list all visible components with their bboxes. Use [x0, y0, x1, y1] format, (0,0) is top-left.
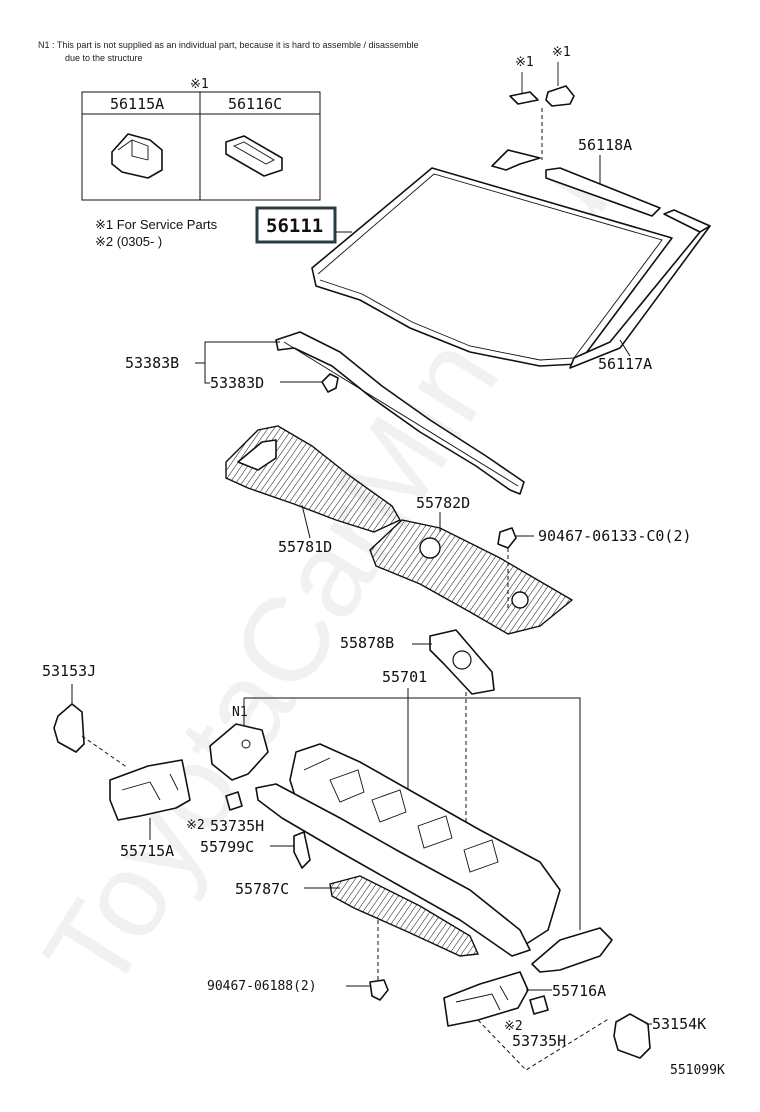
clip-56115A-icon: [111, 133, 163, 179]
bracket-53153J[interactable]: [53, 703, 85, 753]
note-line-1: N1 : This part is not supplied as an ind…: [38, 40, 419, 50]
label-53735H-left[interactable]: 53735H: [210, 817, 264, 835]
label-55716A[interactable]: 55716A: [552, 982, 606, 1000]
label-55878B[interactable]: 55878B: [340, 634, 394, 652]
bracket-53154K[interactable]: [613, 1013, 651, 1059]
bracket-right-end[interactable]: [531, 927, 613, 973]
table-part-56115A[interactable]: 56115A: [110, 95, 164, 113]
table-header-mark: ※1: [190, 77, 209, 92]
bracket-n1[interactable]: [209, 723, 269, 781]
label-56118A[interactable]: 56118A: [578, 136, 632, 154]
label-56117A[interactable]: 56117A: [598, 355, 652, 373]
moulding-56118A[interactable]: [491, 149, 541, 171]
clip-b-icon: [545, 85, 575, 107]
label-55782D[interactable]: 55782D: [416, 494, 470, 512]
clip-53735H-left: [225, 791, 243, 811]
label-53383D[interactable]: 53383D: [210, 374, 264, 392]
label-55799C[interactable]: 55799C: [200, 838, 254, 856]
moulding-56117A[interactable]: [569, 225, 711, 369]
note-line-2: due to the structure: [65, 53, 143, 63]
label-55781D[interactable]: 55781D: [278, 538, 332, 556]
label-55715A[interactable]: 55715A: [120, 842, 174, 860]
label-56111-box: [255, 206, 337, 244]
clip-90467-06188-icon: [369, 979, 389, 1001]
diagram-code: 551099K: [670, 1063, 725, 1078]
clip-b-mark: ※1: [552, 45, 571, 60]
clip-a-mark: ※1: [515, 55, 534, 70]
clip-a-icon: [509, 91, 539, 105]
label-90467-06133[interactable]: 90467-06133-C0(2): [538, 527, 692, 545]
clip-53383D-icon: [321, 373, 339, 393]
legend-line-1: ※1 For Service Parts: [95, 217, 218, 232]
mark-2-right: ※2: [504, 1019, 523, 1034]
label-53383B[interactable]: 53383B: [125, 354, 179, 372]
label-53735H-right[interactable]: 53735H: [512, 1032, 566, 1050]
label-53153J[interactable]: 53153J: [42, 662, 96, 680]
label-56111[interactable]: 56111: [266, 215, 323, 237]
service-parts-table: ※1 56115A 56116C: [81, 77, 321, 201]
clip-53735H-right: [529, 995, 549, 1015]
mark-n1: N1: [232, 705, 248, 720]
bracket-55716A[interactable]: [443, 971, 529, 1027]
label-53154K[interactable]: 53154K: [652, 1015, 706, 1033]
cowl-panel-55787C[interactable]: [329, 875, 480, 957]
table-part-56116C[interactable]: 56116C: [228, 95, 282, 113]
legend-line-2: ※2 (0305- ): [95, 234, 162, 249]
bracket-55799C[interactable]: [293, 831, 311, 869]
label-90467-06188[interactable]: 90467-06188(2): [207, 979, 317, 994]
label-55787C[interactable]: 55787C: [235, 880, 289, 898]
mark-2-left: ※2: [186, 818, 205, 833]
clip-56116C-icon: [225, 135, 283, 177]
clip-90467-06133-icon: [497, 527, 517, 549]
label-55701[interactable]: 55701: [382, 668, 427, 686]
